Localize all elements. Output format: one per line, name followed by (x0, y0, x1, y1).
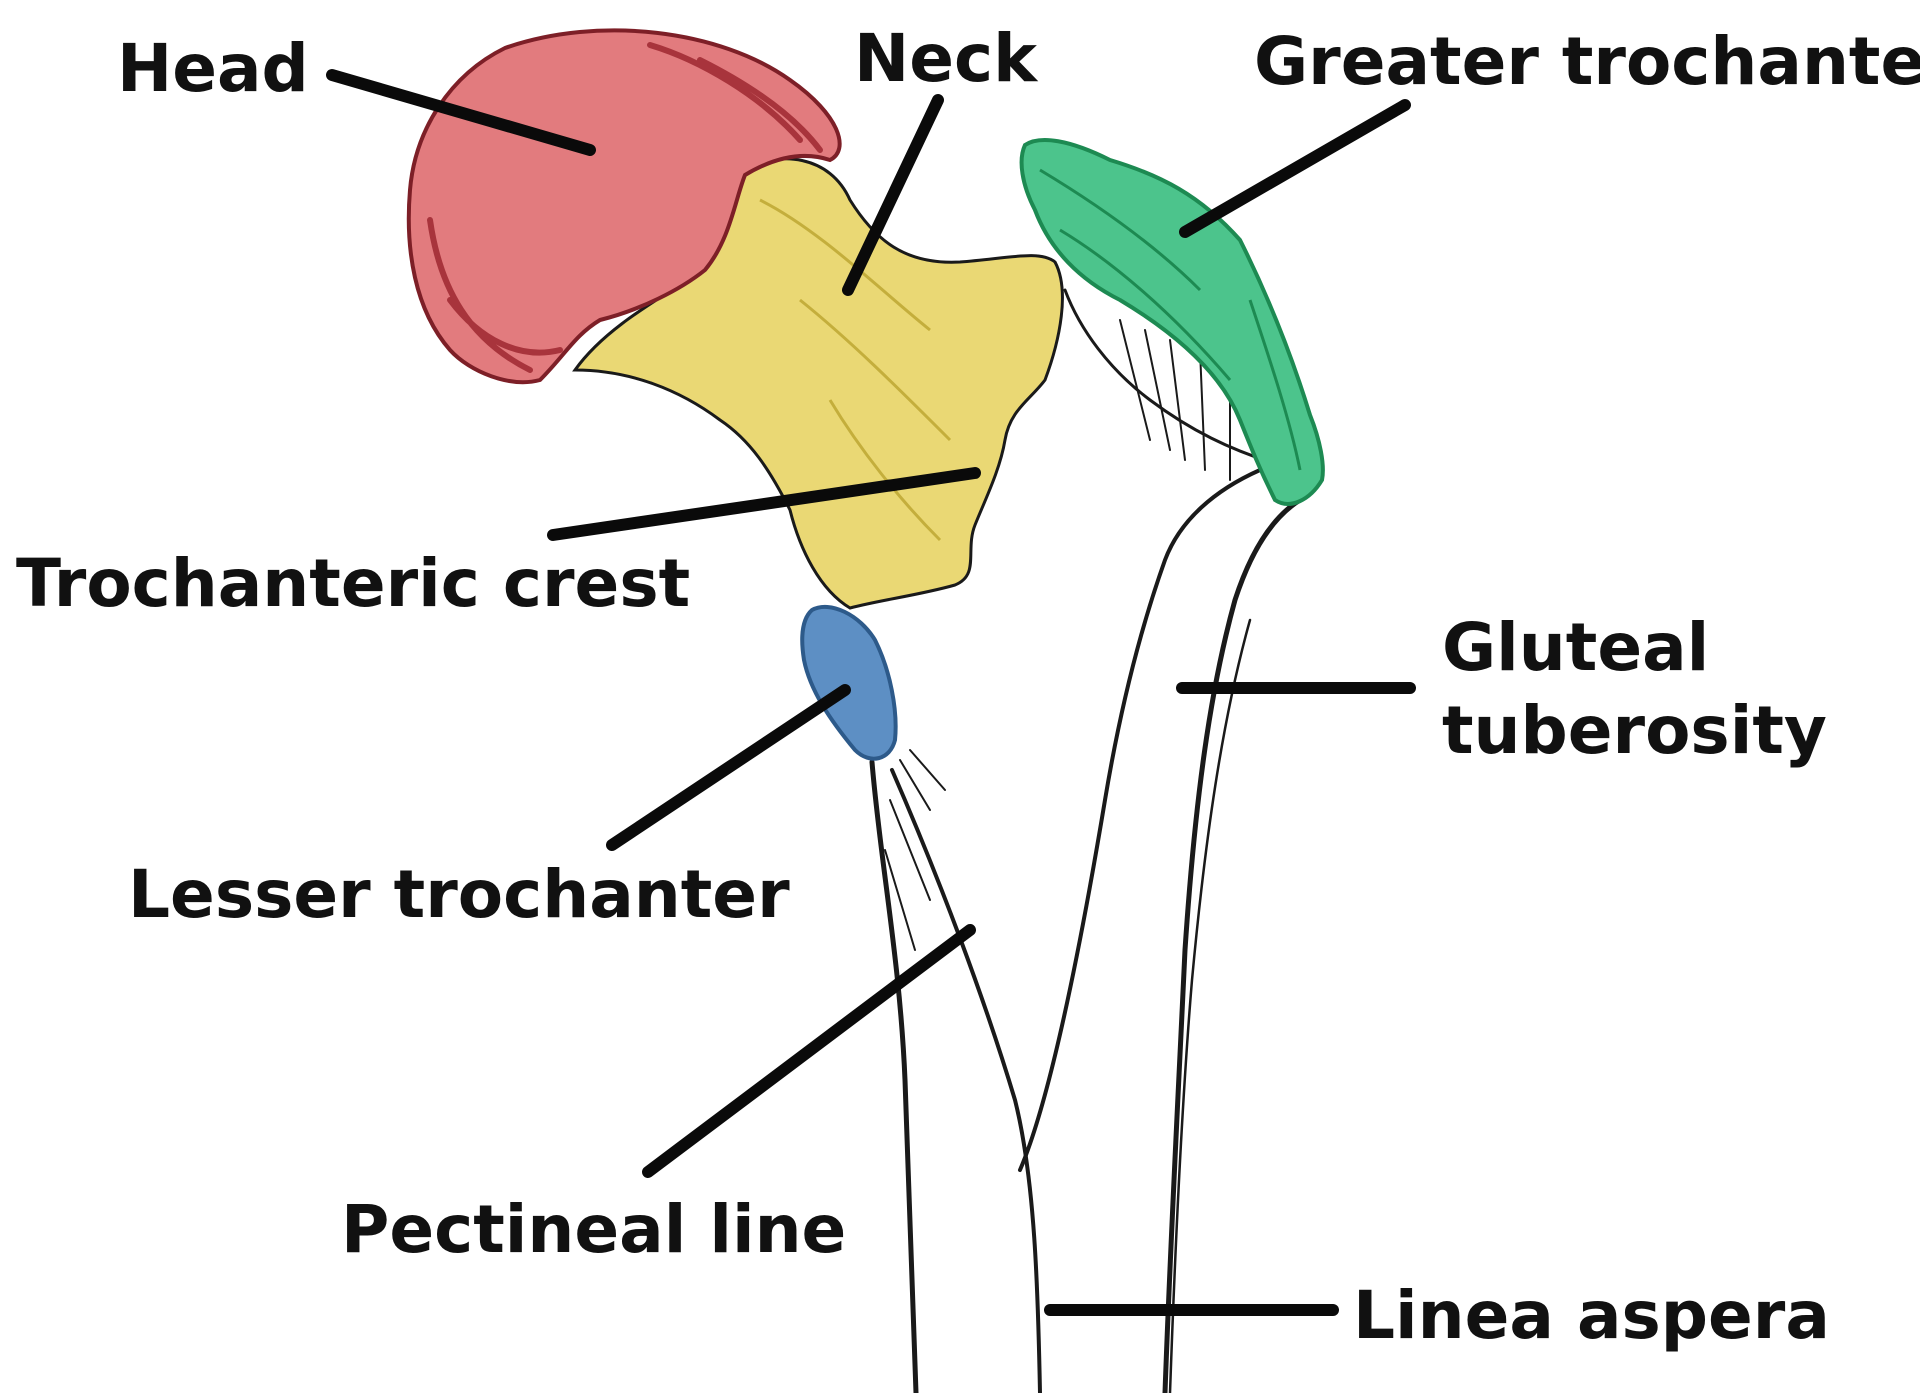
label-pectineal-line: Pectineal line (341, 1197, 846, 1263)
label-head: Head (117, 36, 309, 102)
shaft-inner-line-2 (1020, 470, 1260, 1170)
label-gluteal-tuberosity: Gluteal tuberosity (1442, 607, 1827, 772)
label-gluteal-tuberosity-line1: Gluteal (1442, 607, 1827, 690)
label-lesser-trochanter: Lesser trochanter (128, 862, 790, 928)
greater-trochanter-region (1022, 140, 1323, 504)
leader-pectineal-line (648, 930, 970, 1172)
label-neck: Neck (854, 26, 1037, 92)
label-gluteal-tuberosity-line2: tuberosity (1442, 690, 1827, 773)
label-trochanteric-crest: Trochanteric crest (16, 551, 690, 617)
label-linea-aspera: Linea aspera (1353, 1283, 1830, 1349)
leader-lesser-trochanter (612, 690, 845, 845)
label-greater-trochanter: Greater trochanter (1254, 29, 1920, 95)
shaft-medial-outline (872, 762, 916, 1393)
shaft-lateral-outline (1165, 500, 1300, 1393)
hatch-3 (1170, 340, 1185, 460)
lesser-trochanter-region (802, 607, 895, 759)
leader-greater-trochanter (1185, 105, 1405, 232)
